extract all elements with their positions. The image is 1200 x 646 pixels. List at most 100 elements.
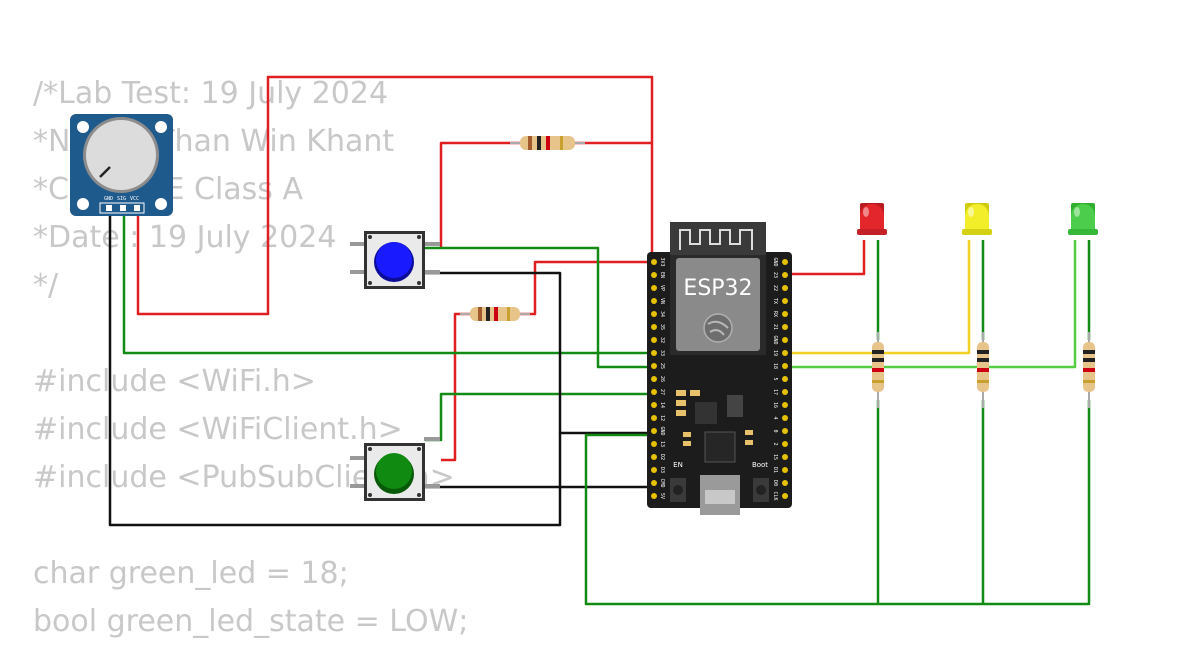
led-legs (876, 240, 1091, 340)
esp32-pin-label-right-0: GND (772, 257, 778, 266)
esp32-pin-label-left-9: 26 (659, 376, 665, 382)
esp32-pin-label-right-12: 4 (772, 416, 778, 419)
esp32-pin-right-8[interactable] (782, 363, 788, 369)
esp32-en-label: EN (673, 461, 683, 469)
esp32-pin-label-left-3: VN (659, 298, 665, 304)
esp32-pin-label-right-4: RX (772, 311, 778, 317)
potentiometer-knob (86, 120, 156, 190)
wire-resistor-mid-left (441, 312, 470, 462)
esp32-pin-right-9[interactable] (782, 376, 788, 382)
led-yellow[interactable] (962, 203, 992, 235)
esp32-pin-label-right-2: 22 (772, 285, 778, 291)
esp32-pin-label-left-18: 5V (659, 493, 665, 499)
esp32-pin-label-left-7: 33 (659, 350, 665, 356)
esp32-pin-right-14[interactable] (782, 441, 788, 447)
code-line: */ (33, 268, 59, 303)
esp32-pin-label-left-0: 3V3 (659, 257, 665, 266)
esp32-pin-label-right-10: 17 (772, 389, 778, 395)
wire-resistor-top-left (439, 141, 520, 248)
esp32-pin-label-left-1: EN (659, 272, 665, 278)
esp32-pin-right-18[interactable] (782, 493, 788, 499)
esp32-pin-left-9[interactable] (651, 376, 657, 382)
resistor-top[interactable] (510, 136, 585, 150)
esp32-pin-left-0[interactable] (651, 259, 657, 265)
esp32-pin-right-13[interactable] (782, 428, 788, 434)
resistor-yellow-led (977, 332, 989, 408)
esp32-pin-label-right-6: GND (772, 335, 778, 344)
esp32-pin-label-right-5: 21 (772, 324, 778, 330)
espressif-logo-icon (703, 313, 733, 343)
wire-pot-gnd (108, 210, 652, 527)
esp32-pin-left-1[interactable] (651, 272, 657, 278)
esp32-pin-right-10[interactable] (782, 389, 788, 395)
wire-pot-vcc (136, 75, 654, 316)
circuit-canvas[interactable]: GND SIG VCC (0, 0, 1200, 630)
esp32-pin-left-14[interactable] (651, 441, 657, 447)
potentiometer[interactable]: GND SIG VCC (70, 114, 173, 216)
esp32-pin-label-right-14: 2 (772, 442, 778, 445)
wires (108, 75, 1091, 606)
code-line: #include <WiFiClient.h> (33, 412, 403, 447)
resistor-mid[interactable] (460, 307, 530, 321)
esp32-pin-right-5[interactable] (782, 324, 788, 330)
wire-red-led (785, 240, 866, 276)
esp32-pin-right-0[interactable] (782, 259, 788, 265)
esp32-pin-left-3[interactable] (651, 298, 657, 304)
wire-blue-button-gnd (425, 271, 562, 433)
push-button-blue[interactable] (350, 231, 440, 289)
esp32-pin-label-right-1: 23 (772, 272, 778, 278)
esp32-pin-left-11[interactable] (651, 402, 657, 408)
esp32-pin-left-6[interactable] (651, 337, 657, 343)
esp32-pin-left-5[interactable] (651, 324, 657, 330)
pot-pin-gnd: GND (104, 196, 113, 202)
esp32-pin-label-right-9: 5 (772, 377, 778, 380)
esp32-pin-label-right-17: D0 (772, 480, 778, 486)
push-button-green-cap (376, 453, 412, 489)
esp32-pin-left-8[interactable] (651, 363, 657, 369)
esp32-pin-left-15[interactable] (651, 454, 657, 460)
led-red[interactable] (857, 203, 887, 235)
esp32-pin-right-7[interactable] (782, 350, 788, 356)
push-button-green[interactable] (350, 437, 440, 501)
esp32-board[interactable]: ESP32 EN Boot 3V3ENVPVN34353233252627141… (647, 222, 792, 515)
esp32-pin-right-11[interactable] (782, 402, 788, 408)
wire-led-gnd-bus (584, 400, 1091, 606)
esp32-pin-right-17[interactable] (782, 480, 788, 486)
esp32-antenna (679, 229, 753, 250)
esp32-pin-right-3[interactable] (782, 298, 788, 304)
esp32-pin-left-18[interactable] (651, 493, 657, 499)
esp32-pin-right-1[interactable] (782, 272, 788, 278)
wire-yellow-led (785, 240, 971, 355)
pot-pin-sig: SIG (117, 196, 126, 202)
esp32-pin-left-2[interactable] (651, 285, 657, 291)
wire-pot-sig (122, 210, 652, 355)
esp32-pin-left-16[interactable] (651, 467, 657, 473)
esp32-pin-left-7[interactable] (651, 350, 657, 356)
vertical-resistors (872, 332, 1095, 408)
esp32-pin-right-16[interactable] (782, 467, 788, 473)
wire-resistor-mid-right (520, 260, 652, 316)
esp32-pin-label-left-14: 13 (659, 441, 665, 447)
esp32-pin-left-4[interactable] (651, 311, 657, 317)
esp32-pin-left-13[interactable] (651, 428, 657, 434)
esp32-pin-right-15[interactable] (782, 454, 788, 460)
esp32-pin-left-12[interactable] (651, 415, 657, 421)
esp32-pin-label-left-15: D2 (659, 454, 665, 460)
wire-blue-button-signal (425, 246, 652, 369)
esp32-pin-label-right-18: CLK (772, 491, 778, 500)
led-green[interactable] (1068, 203, 1098, 235)
esp32-pin-left-17[interactable] (651, 480, 657, 486)
esp32-pin-right-2[interactable] (782, 285, 788, 291)
esp32-pin-label-right-7: 19 (772, 350, 778, 356)
esp32-pin-label-left-8: 25 (659, 363, 665, 369)
esp32-pin-label-left-13: GND (659, 426, 665, 435)
esp32-pin-label-right-13: 0 (772, 429, 778, 432)
esp32-pin-label-left-6: 32 (659, 337, 665, 343)
esp32-pin-right-6[interactable] (782, 337, 788, 343)
esp32-pin-label-left-2: VP (659, 285, 665, 291)
esp32-pin-label-left-11: 14 (659, 402, 665, 408)
esp32-pin-right-4[interactable] (782, 311, 788, 317)
esp32-pin-label-right-8: 18 (772, 363, 778, 369)
esp32-pin-right-12[interactable] (782, 415, 788, 421)
esp32-pin-left-10[interactable] (651, 389, 657, 395)
